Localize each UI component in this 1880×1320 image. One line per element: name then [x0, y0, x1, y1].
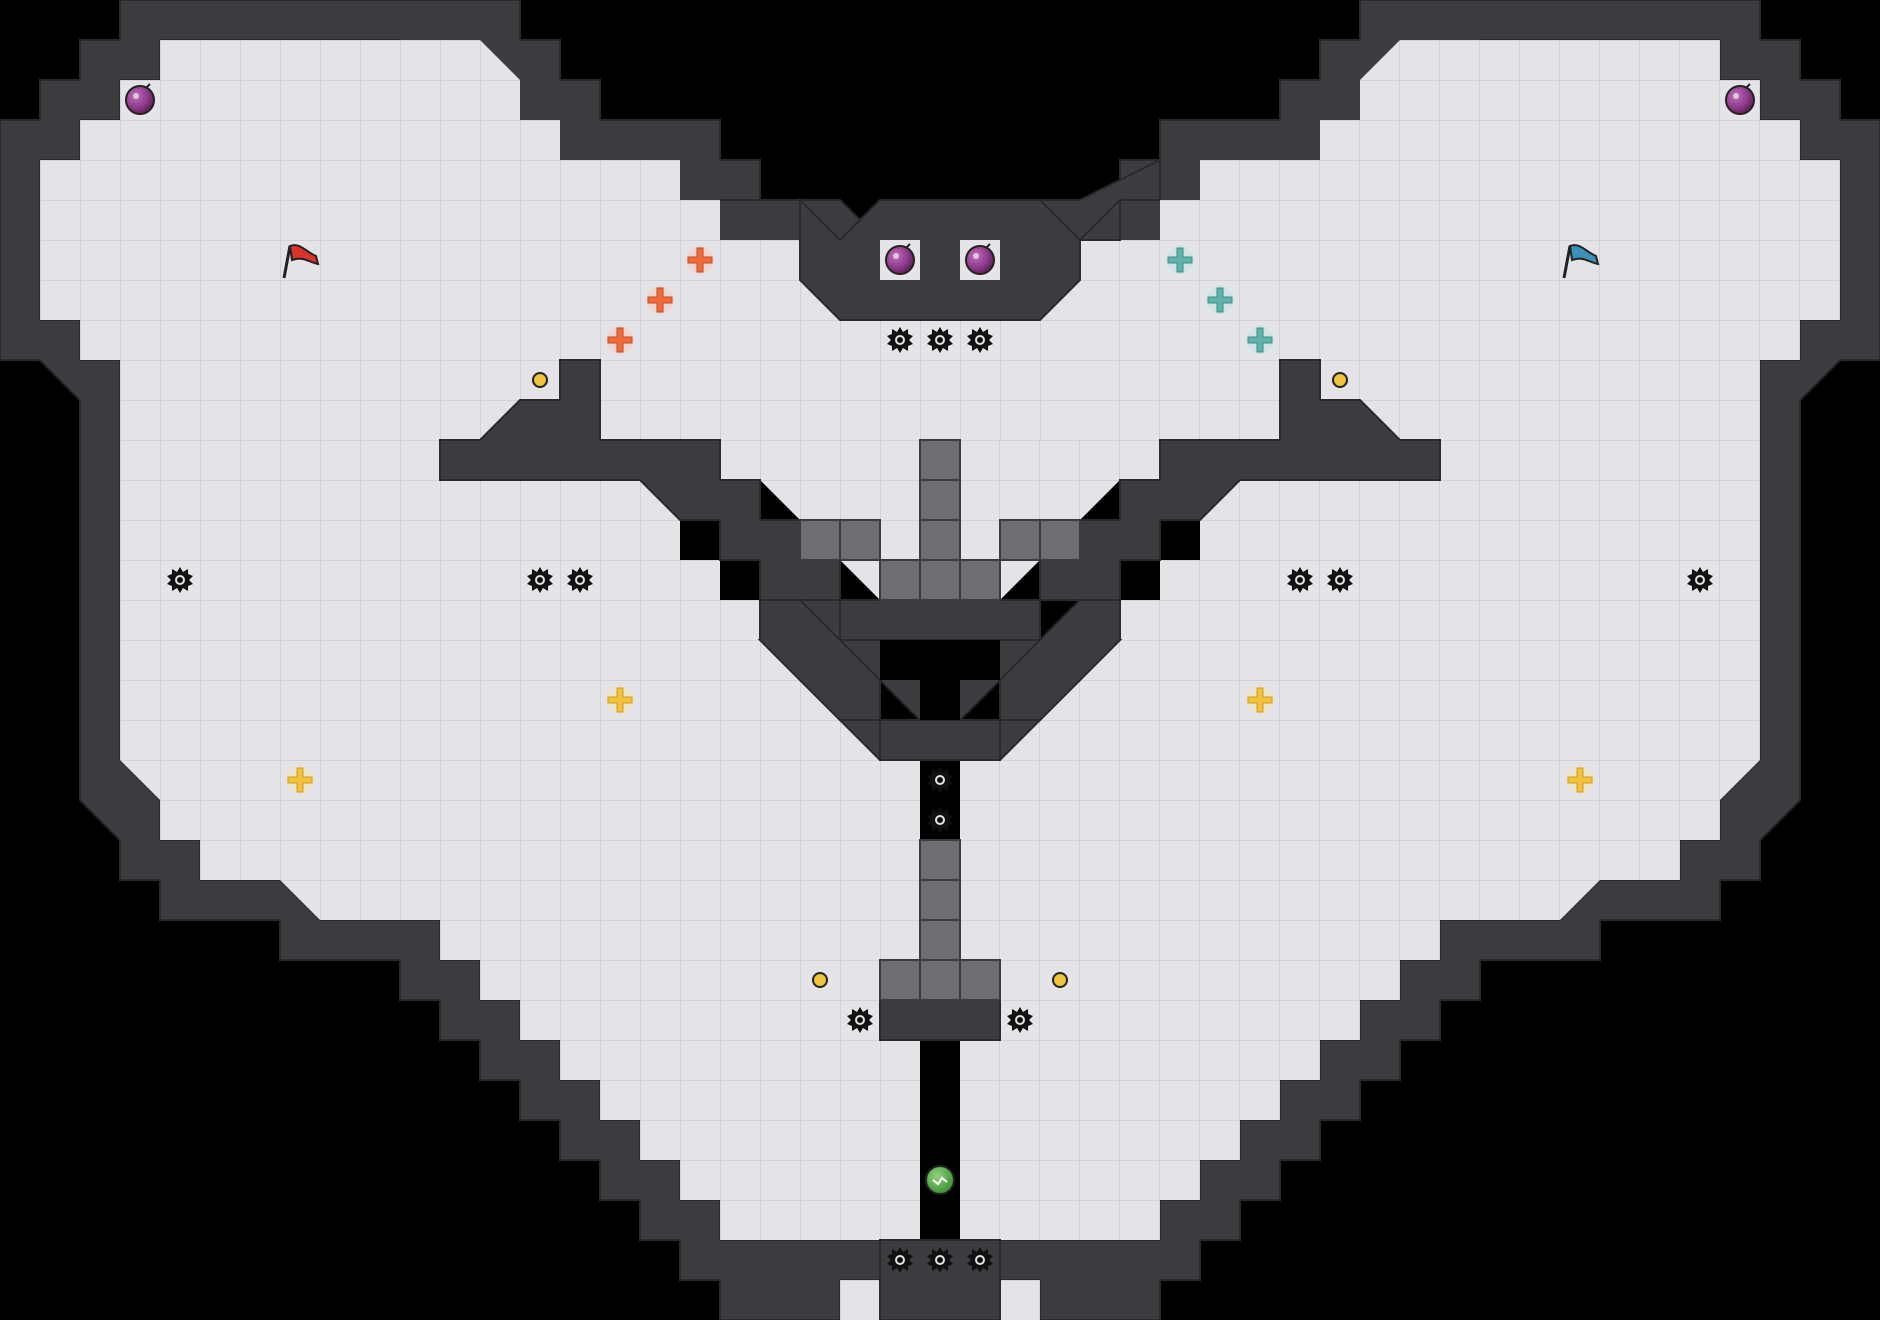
right-lobe-floor: [920, 40, 1840, 1320]
bomb-icon: [965, 243, 995, 275]
boost-icon: [1246, 686, 1274, 714]
gate-tile: [919, 839, 961, 881]
gate-tile: [839, 519, 881, 561]
gate-tile: [919, 519, 961, 561]
powerup-icon: [1052, 972, 1068, 988]
gate-tile: [919, 559, 961, 601]
powerup-icon: [1332, 372, 1348, 388]
portal-icon: [925, 1165, 955, 1195]
inner-walls: [439, 197, 1441, 1320]
boost-icon: [1206, 286, 1234, 314]
gate-tile: [959, 559, 1001, 601]
boost-icon: [686, 246, 714, 274]
boost-icon: [1566, 766, 1594, 794]
gate-tile: [879, 559, 921, 601]
powerups: [532, 372, 1348, 988]
bottom-ledge: [879, 999, 1001, 1041]
gate-tile: [919, 959, 961, 1001]
funnel-bottom-bar: [879, 719, 1001, 761]
funnel-void: [880, 640, 1000, 680]
left-lobe-floor: [40, 40, 960, 1320]
gate-tile: [919, 479, 961, 521]
gate-tile: [1039, 519, 1081, 561]
gate-tile: [919, 439, 961, 481]
boost-icon: [1166, 246, 1194, 274]
powerup-icon: [532, 372, 548, 388]
gate-tile: [919, 919, 961, 961]
bomb-icon: [1725, 83, 1755, 115]
gate-tile: [999, 519, 1041, 561]
spike-icon: [927, 767, 953, 793]
bomb-icon: [885, 243, 915, 275]
gate-tile: [959, 959, 1001, 1001]
powerup-icon: [812, 972, 828, 988]
boost-icon: [286, 766, 314, 794]
spike-icon: [927, 807, 953, 833]
gates: [799, 439, 1081, 1001]
bomb-icon: [125, 83, 155, 115]
floor: [40, 40, 1840, 1320]
bombs: [125, 83, 1755, 275]
boost-icon: [1246, 326, 1274, 354]
boosts: [286, 246, 1594, 794]
blue-flag-icon: [1562, 244, 1600, 279]
boost-icon: [606, 686, 634, 714]
boost-icon: [606, 326, 634, 354]
red-flag-icon: [282, 244, 320, 279]
gate-tile: [879, 959, 921, 1001]
gate-tile: [919, 879, 961, 921]
flags: [282, 244, 1600, 279]
boost-icon: [646, 286, 674, 314]
gate-tile: [799, 519, 841, 561]
funnel-top-bar: [839, 599, 1041, 641]
